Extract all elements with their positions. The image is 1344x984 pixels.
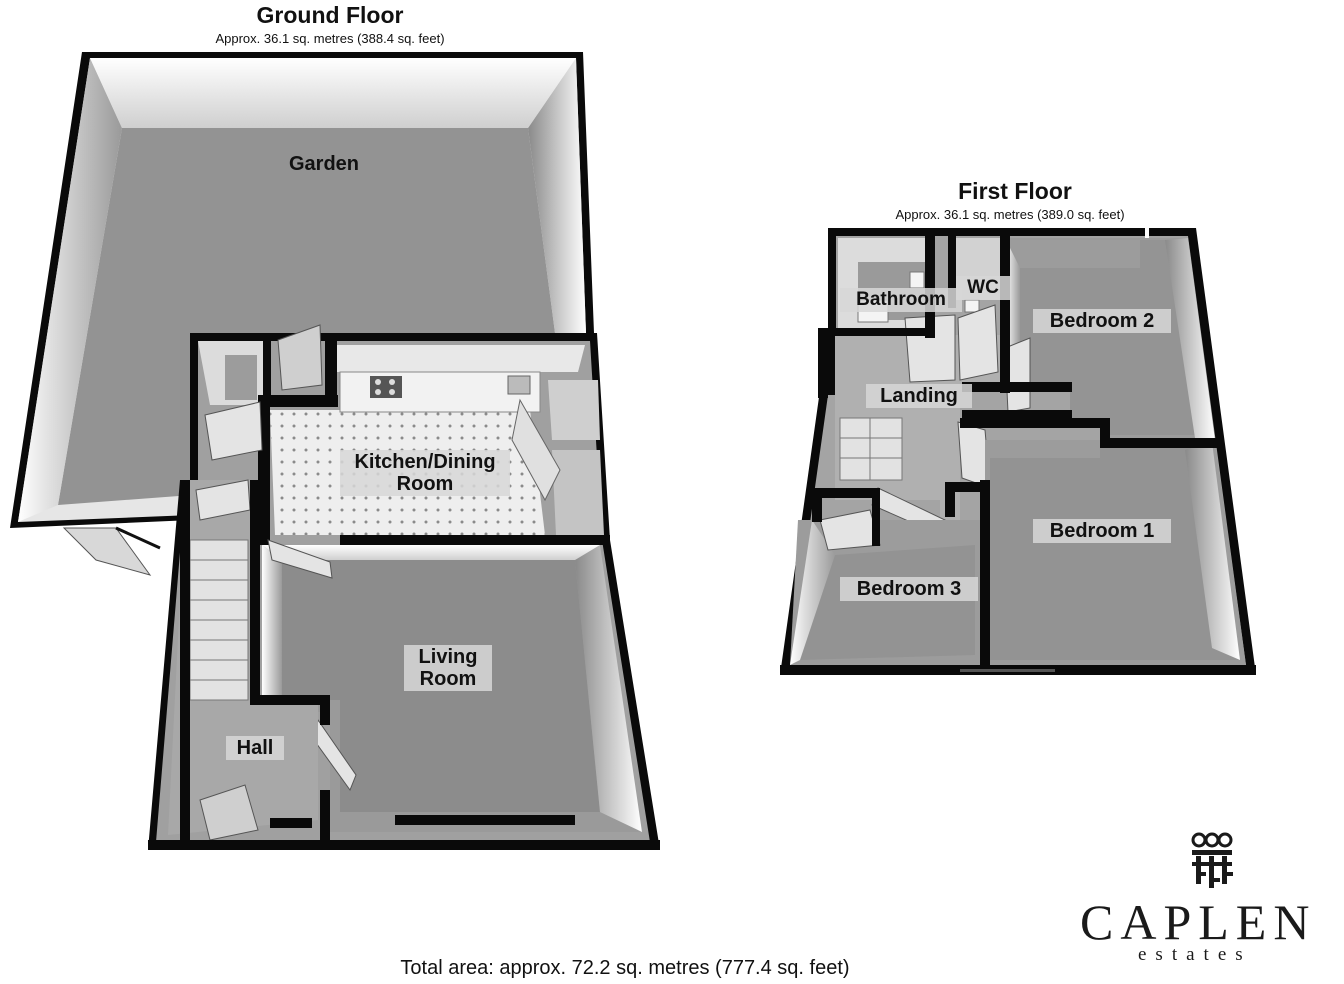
room-label-wc: WC xyxy=(956,276,1010,300)
garden-door xyxy=(62,526,161,576)
room-label-kitchen-dining: Kitchen/Dining Room xyxy=(340,450,510,496)
room-label-bedroom-1: Bedroom 1 xyxy=(1033,519,1171,543)
room-label-living-line2: Room xyxy=(419,668,477,690)
first-floor-house xyxy=(780,228,1256,675)
room-label-living-room: Living Room xyxy=(404,645,492,691)
ground-floor-title: Ground Floor xyxy=(256,2,404,28)
garden-area xyxy=(10,52,594,528)
room-label-hall: Hall xyxy=(226,736,284,760)
ground-floor-house xyxy=(148,324,660,850)
first-staircase xyxy=(839,417,903,481)
room-label-kitchen-line1: Kitchen/Dining xyxy=(354,451,496,473)
keys-logo-icon xyxy=(1191,832,1233,888)
room-label-bathroom: Bathroom xyxy=(840,288,962,312)
room-label-landing: Landing xyxy=(866,384,972,408)
ground-staircase xyxy=(189,539,249,701)
ground-floor-area: Approx. 36.1 sq. metres (388.4 sq. feet) xyxy=(215,31,445,46)
room-label-living-line1: Living xyxy=(418,646,478,668)
first-floor-title: First Floor xyxy=(958,178,1072,204)
room-label-kitchen-line2: Room xyxy=(396,473,454,495)
total-area: Total area: approx. 72.2 sq. metres (777… xyxy=(400,957,850,979)
brand-name: CAPLEN xyxy=(1080,894,1317,950)
room-label-garden: Garden xyxy=(288,153,360,175)
brand-sub: estates xyxy=(1138,944,1252,965)
first-floor-area: Approx. 36.1 sq. metres (389.0 sq. feet) xyxy=(895,207,1125,222)
room-label-bedroom-3: Bedroom 3 xyxy=(840,577,978,601)
room-label-bedroom-2: Bedroom 2 xyxy=(1033,309,1171,333)
